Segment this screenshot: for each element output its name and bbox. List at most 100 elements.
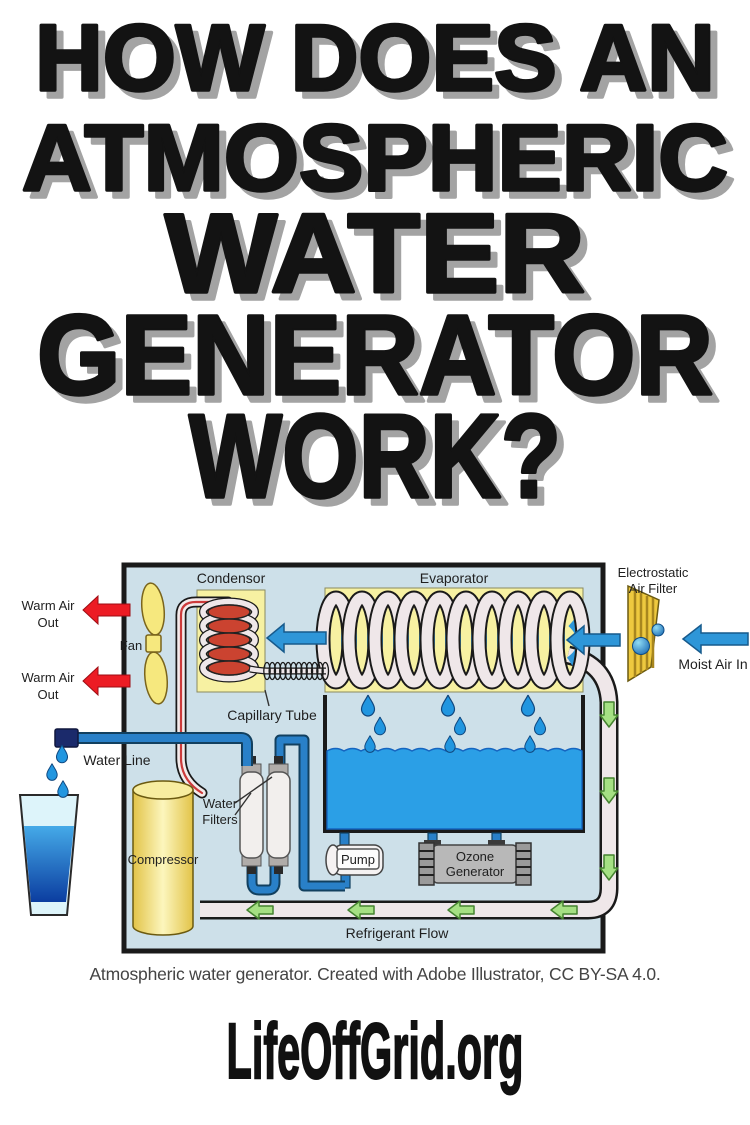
air-arrows bbox=[82, 594, 749, 697]
water-drop-icon bbox=[57, 780, 69, 798]
title-line-4-shadow: GENERATOR bbox=[44, 299, 720, 425]
water-glass bbox=[18, 744, 80, 916]
coil-red-tube bbox=[207, 646, 251, 662]
filter-bottom-nipple bbox=[247, 862, 256, 874]
water-line bbox=[54, 728, 253, 766]
brand-text: LifeOffGrid.org bbox=[227, 1006, 524, 1095]
warm-air-out-line2: Out bbox=[38, 615, 59, 630]
title-line-2-text: ATMOSPHERIC bbox=[22, 105, 728, 210]
tank-water bbox=[326, 747, 583, 830]
title-line-4: GENERATOR GENERATOR bbox=[35, 290, 722, 427]
water-drop-icon bbox=[46, 763, 58, 781]
water-line-pipe bbox=[62, 734, 251, 766]
title-line-3-shadow: WATER bbox=[172, 198, 592, 323]
filter-pointer-line bbox=[234, 776, 273, 804]
image-caption: Atmospheric water generator. Created wit… bbox=[89, 964, 661, 984]
pump-label-plate bbox=[336, 848, 380, 870]
faucet-icon bbox=[54, 728, 79, 748]
title-line-2-shadow: ATMOSPHERIC bbox=[29, 112, 735, 217]
filter-top-nipple bbox=[274, 756, 283, 768]
title-line-1-shadow: HOW DOES AN bbox=[42, 12, 722, 117]
ozone-cap-ribs bbox=[419, 850, 531, 876]
title-line-1-text: HOW DOES AN bbox=[35, 5, 715, 110]
fan-icon bbox=[140, 582, 169, 705]
capillary-loop bbox=[316, 661, 324, 681]
coil-red-tube bbox=[207, 604, 251, 620]
capillary-coil bbox=[263, 661, 330, 681]
pump: Pump bbox=[325, 844, 384, 876]
warm-air-arrow-icon bbox=[82, 594, 131, 626]
ozone-generator: Ozone Generator bbox=[418, 842, 532, 886]
warm-air-out-line1: Warm Air bbox=[22, 598, 76, 613]
filter-cartridge bbox=[266, 771, 291, 859]
green-arrow-left-icon bbox=[347, 900, 375, 920]
capillary-loop bbox=[305, 661, 314, 681]
pointer-lines bbox=[234, 689, 273, 816]
discharge-tube bbox=[175, 596, 234, 799]
capillary-loop bbox=[300, 661, 308, 681]
filter-screen-ribs bbox=[633, 590, 655, 677]
brand-block: LifeOffGrid.org bbox=[226, 1005, 525, 1096]
electrostatic-air-filter bbox=[627, 584, 665, 683]
ozone-generator-label-line1: Ozone bbox=[456, 849, 494, 864]
green-arrow-down-icon bbox=[599, 777, 619, 804]
water-tank bbox=[323, 694, 585, 833]
capillary-loop bbox=[294, 661, 303, 681]
condenser-coil bbox=[199, 597, 259, 683]
ozone-end-cap bbox=[418, 842, 435, 886]
pump-filter-pipe bbox=[276, 736, 345, 890]
pump-label: Pump bbox=[341, 852, 375, 867]
filter-cartridge bbox=[239, 771, 264, 859]
fan-label: Fan bbox=[120, 638, 142, 653]
compressor: Compressor bbox=[128, 780, 199, 936]
title-line-5: WORK? WORK? bbox=[187, 388, 570, 532]
moist-air-arrow-icon bbox=[681, 623, 749, 655]
title-block: HOW DOES AN HOW DOES AN ATMOSPHERIC ATMO… bbox=[20, 3, 737, 532]
green-arrow-down-icon bbox=[599, 854, 619, 881]
ozone-end-cap bbox=[515, 842, 532, 886]
condenser-label: Condensor bbox=[197, 570, 266, 586]
moisture-particle-icon bbox=[651, 623, 665, 637]
refrigerant-flow-arrows bbox=[246, 701, 619, 920]
capillary-loop bbox=[310, 661, 319, 681]
compressor-body bbox=[132, 789, 194, 936]
capillary-tube-label: Capillary Tube bbox=[227, 707, 317, 723]
title-line-5-text: WORK? bbox=[189, 390, 561, 523]
awg-diagram: Ozone Generator Pump bbox=[18, 562, 749, 954]
capillary-loop bbox=[273, 661, 282, 681]
compressor-label: Compressor bbox=[128, 852, 199, 867]
electrostatic-filter-label-line2: Air Filter bbox=[629, 581, 678, 596]
filter-pointer-line bbox=[234, 792, 252, 816]
capillary-loop bbox=[268, 661, 277, 681]
moisture-particle-icon bbox=[632, 637, 650, 655]
title-line-1: HOW DOES AN HOW DOES AN bbox=[33, 3, 724, 119]
warm-air-out-label-bottom: Warm Air Out bbox=[22, 670, 76, 702]
warm-air-arrow-icon bbox=[82, 665, 131, 697]
coil-red-tube bbox=[207, 632, 251, 648]
refrigerant-flow-label: Refrigerant Flow bbox=[346, 925, 450, 941]
ozone-generator-label-line2: Generator bbox=[446, 864, 505, 879]
coil-red-tube bbox=[207, 660, 251, 676]
fan-hub bbox=[145, 634, 162, 653]
green-arrow-down-icon bbox=[599, 701, 619, 728]
intake-air-arrow-icon bbox=[565, 624, 621, 656]
evaporator-label: Evaporator bbox=[420, 570, 489, 586]
capillary-pointer-line bbox=[264, 689, 270, 707]
port-fitting bbox=[488, 840, 505, 847]
capillary-connector bbox=[249, 666, 326, 674]
discharge-tube-core bbox=[179, 600, 230, 795]
tank-walls bbox=[323, 695, 585, 833]
filter-bottom-nipple bbox=[274, 862, 283, 874]
title-line-2: ATMOSPHERIC ATMOSPHERIC bbox=[20, 103, 737, 219]
glass-water bbox=[24, 826, 74, 902]
filter-u-pipe bbox=[248, 864, 279, 894]
water-line-label: Water Line bbox=[83, 752, 150, 768]
compressor-top bbox=[132, 780, 194, 800]
warm-air-out-label-top: Warm Air Out bbox=[22, 598, 76, 630]
capillary-loop bbox=[263, 661, 271, 681]
warm-air-out-line2: Out bbox=[38, 687, 59, 702]
green-arrow-left-icon bbox=[447, 900, 475, 920]
electrostatic-filter-label-line1: Electrostatic bbox=[618, 565, 689, 580]
cold-air-arrow-icon bbox=[265, 622, 327, 654]
